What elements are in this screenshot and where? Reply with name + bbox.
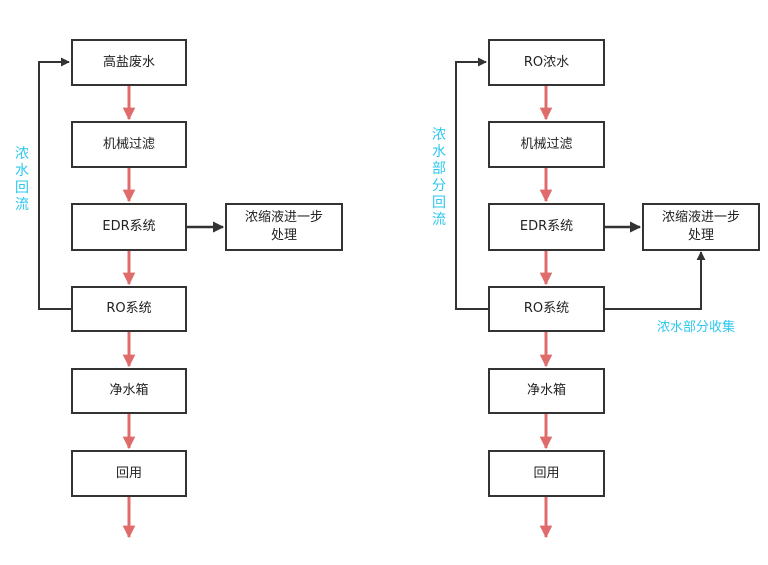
- right-box-clean-water-tank: 净水箱: [488, 368, 605, 414]
- left-box-high-salt-wastewater: 高盐废水: [71, 39, 187, 86]
- right-box-ro-system: RO系统: [488, 286, 605, 332]
- right-box-edr-system: EDR系统: [488, 203, 605, 251]
- right-collection-line: [605, 251, 706, 310]
- right-recirculation-line: [455, 57, 488, 310]
- right-collection-label: 浓水部分收集: [657, 320, 736, 335]
- right-box-mechanical-filter: 机械过滤: [488, 121, 605, 168]
- left-box-clean-water-tank: 净水箱: [71, 368, 187, 414]
- left-box-mechanical-filter: 机械过滤: [71, 121, 187, 168]
- right-box-concentrate-treatment: 浓缩液进一步 处理: [642, 203, 760, 251]
- left-recirculation-line: [38, 57, 71, 310]
- left-box-edr-system: EDR系统: [71, 203, 187, 251]
- right-box-ro-concentrate: RO浓水: [488, 39, 605, 86]
- left-box-concentrate-treatment: 浓缩液进一步 处理: [225, 203, 343, 251]
- right-recirculation-label: 浓水部分回流: [432, 127, 446, 228]
- left-recirculation-label: 浓水回流: [15, 146, 29, 213]
- left-box-reuse: 回用: [71, 450, 187, 497]
- left-box-ro-system: RO系统: [71, 286, 187, 332]
- right-box-reuse: 回用: [488, 450, 605, 497]
